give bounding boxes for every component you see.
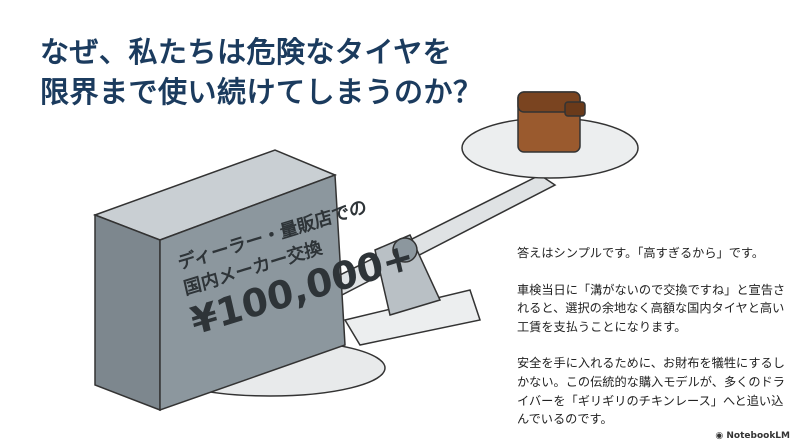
title-line-1: なぜ、私たちは危険なタイヤを [40,35,453,69]
wallet-icon [517,91,586,153]
paragraph-1: 答えはシンプルです。「高すぎるから」です。 [517,246,765,260]
paragraph-3: 安全を手に入れるために、お財布を犠牲にするしかない。この伝統的な購入モデルが、多… [517,356,785,427]
brand-label: NotebookLM [726,431,790,441]
paragraph-2: 車検当日に「溝がないので交換ですね」と宣告されると、選択の余地なく高額な国内タイ… [517,282,786,334]
body-text: 答えはシンプルです。「高すぎるから」です。 車検当日に「溝がないので交換ですね」… [517,244,787,447]
price-block [92,149,346,412]
title-line-2: 限界まで使い続けてしまうのか？ [40,75,483,109]
notebooklm-logo: ◉ NotebookLM [715,431,790,441]
page-title: なぜ、私たちは危険なタイヤを 限界まで使い続けてしまうのか？ [40,32,483,112]
